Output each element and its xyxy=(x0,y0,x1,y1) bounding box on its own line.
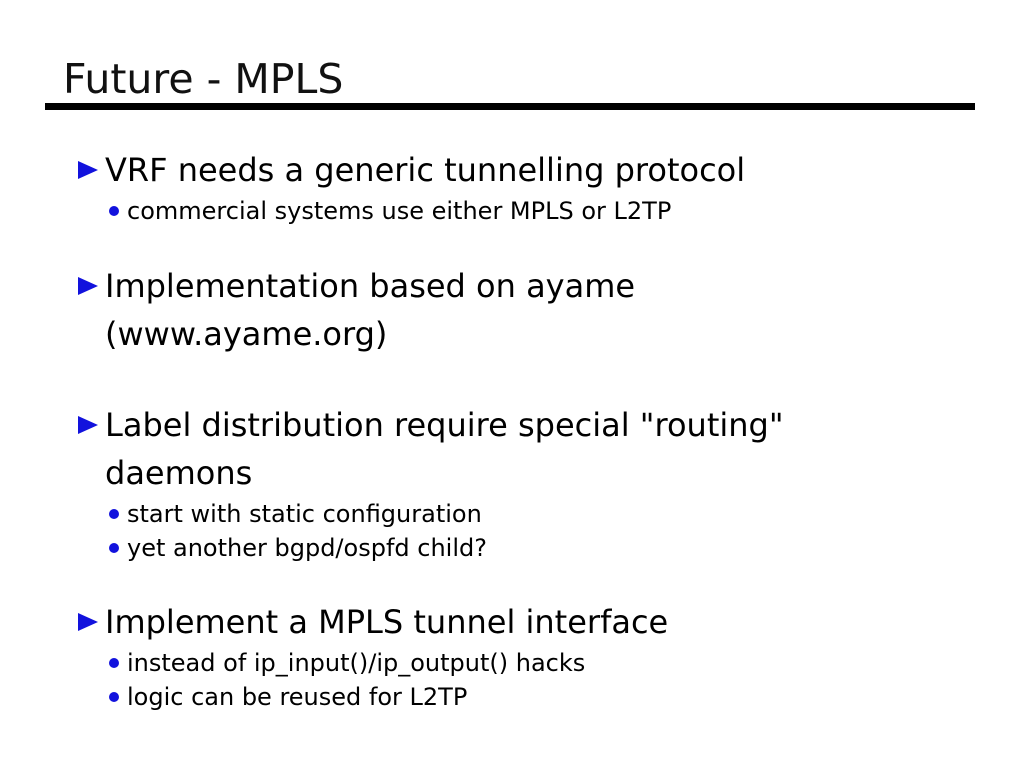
bullet-item: VRF needs a generic tunnelling protocol xyxy=(78,146,958,194)
bullet-group-ayame: Implementation based on ayame (www.ayame… xyxy=(78,262,958,358)
sub-bullet-item: start with static configuration xyxy=(78,497,958,531)
bullet-text: (www.ayame.org) xyxy=(105,315,388,353)
bullet-item: Implementation based on ayame xyxy=(78,262,958,310)
bullet-item-continuation: daemons xyxy=(78,449,958,497)
sub-bullet-text: start with static configuration xyxy=(127,500,482,528)
sub-bullet-item: commercial systems use either MPLS or L2… xyxy=(78,194,958,228)
sub-bullet-item: yet another bgpd/ospfd child? xyxy=(78,531,958,565)
dot-bullet-icon xyxy=(109,206,119,216)
triangle-bullet-icon xyxy=(78,613,98,631)
sub-bullet-item: instead of ip_input()/ip_output() hacks xyxy=(78,646,958,680)
triangle-bullet-icon xyxy=(78,416,98,434)
title-underline xyxy=(45,103,975,110)
sub-bullet-text: commercial systems use either MPLS or L2… xyxy=(127,197,672,225)
bullet-group-vrf: VRF needs a generic tunnelling protocol … xyxy=(78,146,958,228)
page-title: Future - MPLS xyxy=(63,55,344,103)
dot-bullet-icon xyxy=(109,692,119,702)
bullet-item: Label distribution require special "rout… xyxy=(78,401,958,449)
sub-bullet-text: logic can be reused for L2TP xyxy=(127,683,468,711)
dot-bullet-icon xyxy=(109,509,119,519)
dot-bullet-icon xyxy=(109,543,119,553)
bullet-item-continuation: (www.ayame.org) xyxy=(78,310,958,358)
bullet-item: Implement a MPLS tunnel interface xyxy=(78,598,958,646)
bullet-text: Label distribution require special "rout… xyxy=(105,406,784,444)
sub-bullet-text: yet another bgpd/ospfd child? xyxy=(127,534,487,562)
triangle-bullet-icon xyxy=(78,277,98,295)
bullet-text: Implement a MPLS tunnel interface xyxy=(105,603,669,641)
sub-bullet-text: instead of ip_input()/ip_output() hacks xyxy=(127,649,586,677)
bullet-group-mpls-tunnel: Implement a MPLS tunnel interface instea… xyxy=(78,598,958,714)
triangle-bullet-icon xyxy=(78,161,98,179)
bullet-group-label-distribution: Label distribution require special "rout… xyxy=(78,401,958,565)
dot-bullet-icon xyxy=(109,658,119,668)
sub-bullet-item: logic can be reused for L2TP xyxy=(78,680,958,714)
bullet-text: daemons xyxy=(105,454,253,492)
bullet-text: Implementation based on ayame xyxy=(105,267,636,305)
bullet-text: VRF needs a generic tunnelling protocol xyxy=(105,151,746,189)
